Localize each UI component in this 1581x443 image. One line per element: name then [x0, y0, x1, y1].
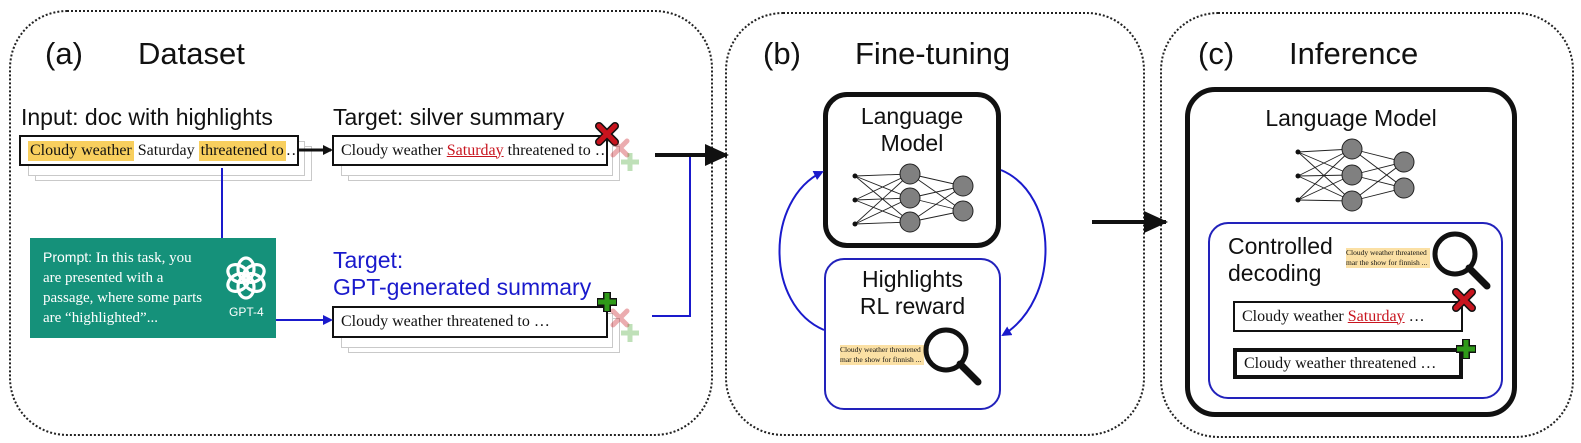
- doc-text: Cloudy weather: [341, 141, 447, 159]
- doc-text: threatened to …: [503, 141, 608, 159]
- rejected-candidate-doc: Cloudy weather Saturday …: [1233, 301, 1463, 332]
- panel-c-tag: (c): [1198, 36, 1235, 71]
- gpt4-logo-text: GPT-4: [229, 305, 264, 319]
- plus-icon: [1456, 339, 1476, 359]
- panel-dataset: [9, 10, 713, 436]
- openai-logo-icon: [222, 254, 270, 302]
- panel-b-title: Fine-tuning: [855, 36, 1011, 71]
- panel-b-tag: (b): [763, 36, 801, 71]
- cd-label: decoding: [1228, 260, 1322, 286]
- doc-text: Cloudy weather threatened to …: [341, 313, 550, 330]
- plus-faint-icon: [621, 153, 639, 171]
- plus-faint-icon: [621, 324, 639, 342]
- magnifier-icon: [926, 330, 978, 382]
- input-label: Input: doc with highlights: [21, 104, 273, 130]
- highlight-span: threatened to: [198, 140, 286, 161]
- inference-lm-label: Language Model: [1265, 105, 1437, 131]
- lm-label: Language: [860, 103, 964, 129]
- reward-label: Highlights: [862, 266, 963, 292]
- highlight-span: Cloudy weather: [28, 140, 134, 161]
- panel-a-tag: (a): [45, 36, 83, 71]
- doc-text: Cloudy weather threatened …: [1244, 354, 1437, 372]
- reward-to-lm-arrow: [778, 171, 825, 331]
- gpt-target-label: GPT-generated summary: [333, 274, 592, 300]
- cross-icon: [1456, 292, 1472, 308]
- panel-c-title: Inference: [1289, 36, 1419, 71]
- lm-label: Model: [880, 130, 944, 156]
- panel-a-title: Dataset: [138, 36, 245, 71]
- doc-text: Cloudy weather: [1242, 307, 1348, 325]
- input-doc: Cloudy weather Saturday threatened to …: [19, 135, 299, 166]
- mini-highlighted-doc: Cloudy weather threatened mar the show f…: [1346, 248, 1430, 268]
- mini-highlighted-doc: Cloudy weather threatened mar the show f…: [840, 345, 924, 365]
- plain-span: Saturday: [133, 141, 199, 159]
- neural-net-icon: [852, 163, 974, 233]
- silver-doc: Cloudy weather Saturday threatened to …: [332, 135, 608, 166]
- reward-box: [824, 258, 1001, 410]
- cd-label: Controlled: [1228, 233, 1333, 259]
- prompt-box: [30, 238, 276, 338]
- lm-to-reward-arrow: [1000, 169, 1047, 337]
- accepted-candidate-doc: Cloudy weather threatened …: [1233, 348, 1463, 379]
- gpt-doc: Cloudy weather threatened to …: [332, 306, 608, 338]
- doc-text: …: [1404, 307, 1425, 325]
- silver-target-label: Target: silver summary: [333, 104, 565, 130]
- ellipsis: …: [286, 142, 297, 160]
- unsupported-span: Saturday: [1347, 307, 1405, 325]
- reward-label: RL reward: [859, 293, 966, 319]
- gpt-to-merge-line: [652, 155, 691, 317]
- magnifier-icon: [1435, 234, 1487, 286]
- neural-net-icon: [1295, 138, 1415, 212]
- prompt-text: Prompt: In this task, you are presented …: [43, 249, 203, 326]
- unsupported-span: Saturday: [446, 141, 504, 159]
- cross-faint-icon: [613, 311, 627, 325]
- gpt-target-label: Target:: [333, 247, 404, 273]
- cross-faint-icon: [613, 141, 627, 155]
